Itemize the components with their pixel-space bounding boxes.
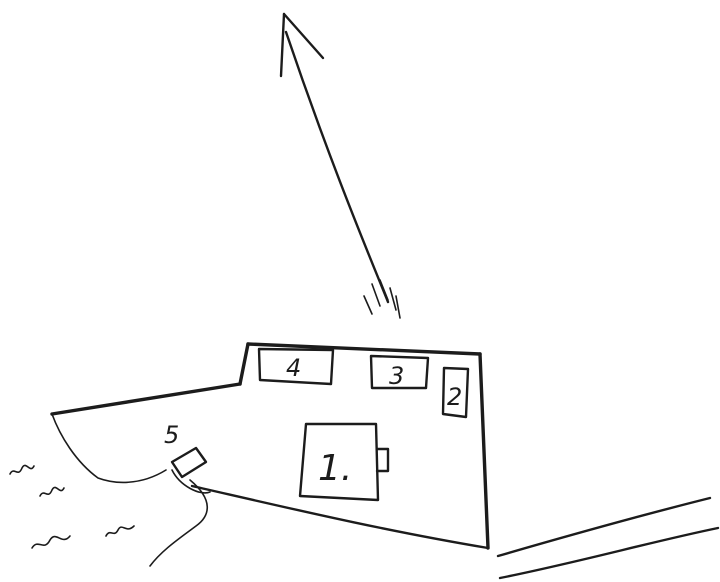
box-4-label: 4 <box>286 354 301 382</box>
box-2-label: 2 <box>447 383 462 411</box>
box-1: 1. <box>300 424 388 500</box>
box-3: 3 <box>371 356 428 390</box>
marker-5-label: 5 <box>164 421 179 449</box>
box-1-label: 1. <box>318 448 352 489</box>
north-arrow-icon <box>281 14 400 318</box>
marker-5: 5 <box>150 421 210 566</box>
box-2: 2 <box>443 368 468 417</box>
building-outline <box>52 344 488 548</box>
grass-tuft-icon <box>10 465 134 548</box>
box-3-label: 3 <box>389 362 404 390</box>
box-4: 4 <box>259 349 333 384</box>
road-lines <box>498 498 718 578</box>
